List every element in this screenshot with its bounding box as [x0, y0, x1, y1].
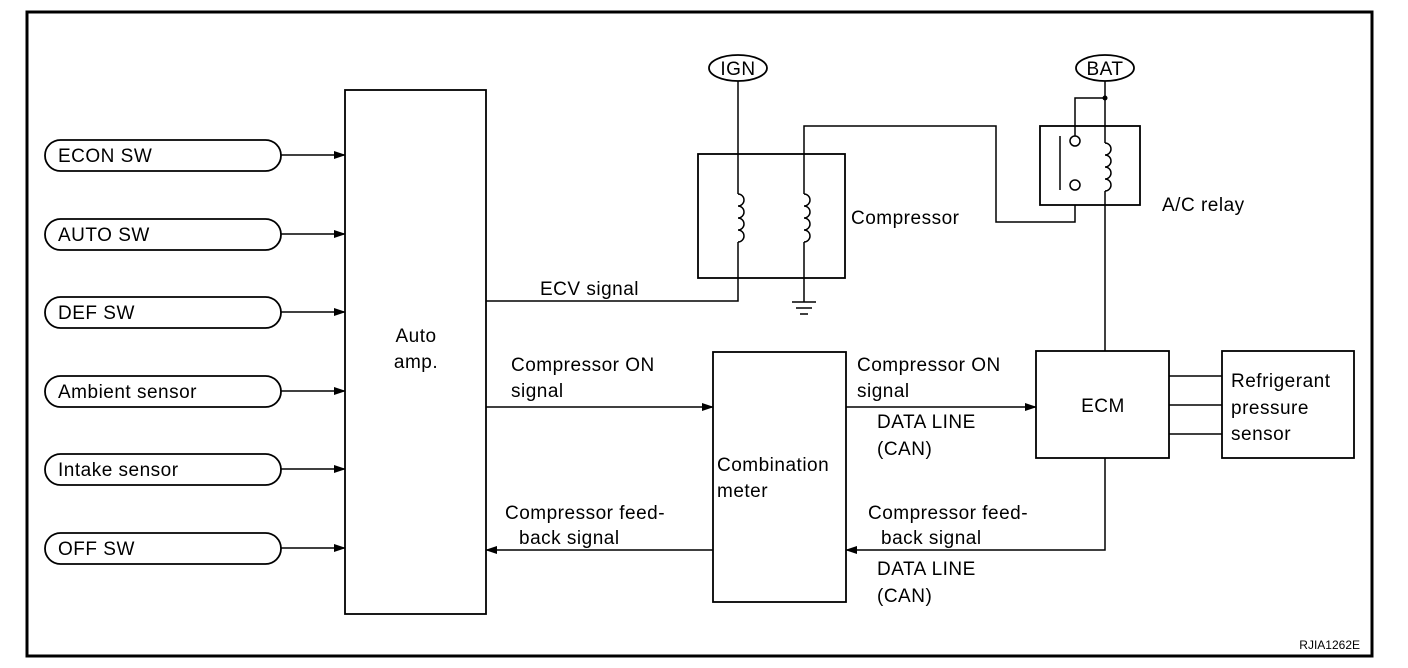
- data-line-label: DATA LINE: [877, 559, 976, 580]
- feedback-signal-label: back signal: [881, 528, 982, 549]
- ground-symbol: [792, 278, 816, 315]
- diagram-frame: [25, 10, 1374, 658]
- input-label: ECON SW: [58, 146, 152, 167]
- input-label: Intake sensor: [58, 460, 179, 481]
- feedback-signal-label: Compressor feed-: [505, 503, 665, 524]
- input-auto-sw: AUTO SW: [44, 218, 346, 251]
- compressor-relay-wire: [803, 125, 1076, 223]
- refrigerant-sensor-label: pressure: [1231, 398, 1309, 419]
- feedback-signal-arrow-right: [845, 458, 1106, 554]
- combination-meter-box: Combination meter: [712, 351, 847, 603]
- feedback-signal-label: Compressor feed-: [868, 503, 1028, 524]
- input-intake-sensor: Intake sensor: [44, 453, 346, 486]
- input-def-sw: DEF SW: [44, 296, 346, 329]
- compressor-box: [697, 153, 846, 279]
- ecv-signal-line: [486, 278, 739, 302]
- input-label: DEF SW: [58, 303, 135, 324]
- relay-coil-icon: [1104, 142, 1112, 192]
- bat-label: BAT: [1086, 59, 1123, 80]
- compressor-label: Compressor: [851, 208, 960, 229]
- feedback-signal-label: back signal: [519, 528, 620, 549]
- comp-on-signal-label: signal: [857, 381, 910, 402]
- ecv-signal-label: ECV signal: [540, 279, 639, 300]
- ecv-coil-icon: [803, 193, 811, 243]
- ign-terminal: IGN: [708, 54, 768, 154]
- bat-terminal: BAT: [1074, 54, 1135, 136]
- comp-on-signal-label: signal: [511, 381, 564, 402]
- relay-contact-icon: [1069, 135, 1081, 147]
- relay-contact-icon: [1069, 179, 1081, 191]
- ac-relay-box: [1039, 125, 1141, 206]
- auto-amp-label: amp.: [394, 352, 438, 373]
- data-line-label: (CAN): [877, 439, 932, 460]
- input-off-sw: OFF SW: [44, 532, 346, 565]
- input-ambient-sensor: Ambient sensor: [44, 375, 346, 408]
- refrigerant-sensor-label: sensor: [1231, 424, 1291, 445]
- data-line-label: (CAN): [877, 586, 932, 607]
- input-label: OFF SW: [58, 539, 135, 560]
- combination-meter-label: Combination: [717, 455, 829, 476]
- refrigerant-sensor-label: Refrigerant: [1231, 371, 1331, 392]
- input-label: AUTO SW: [58, 225, 150, 246]
- ecm-label: ECM: [1081, 396, 1125, 417]
- sensor-wires: [1169, 375, 1222, 435]
- auto-amp-label: Auto: [395, 326, 436, 347]
- clutch-coil-icon: [737, 193, 745, 243]
- comp-on-signal-label: Compressor ON: [857, 355, 1001, 376]
- auto-amp-box: Auto amp.: [344, 89, 487, 615]
- ac-relay-label: A/C relay: [1162, 195, 1245, 216]
- input-econ-sw: ECON SW: [44, 139, 346, 172]
- ign-label: IGN: [720, 59, 755, 80]
- refrigerant-pressure-sensor-box: Refrigerant pressure sensor: [1221, 350, 1355, 459]
- input-label: Ambient sensor: [58, 382, 197, 403]
- data-line-label: DATA LINE: [877, 412, 976, 433]
- ecm-box: ECM: [1035, 350, 1170, 459]
- combination-meter-label: meter: [717, 481, 768, 502]
- reference-code: RJIA1262E: [1299, 638, 1360, 652]
- comp-on-signal-label: Compressor ON: [511, 355, 655, 376]
